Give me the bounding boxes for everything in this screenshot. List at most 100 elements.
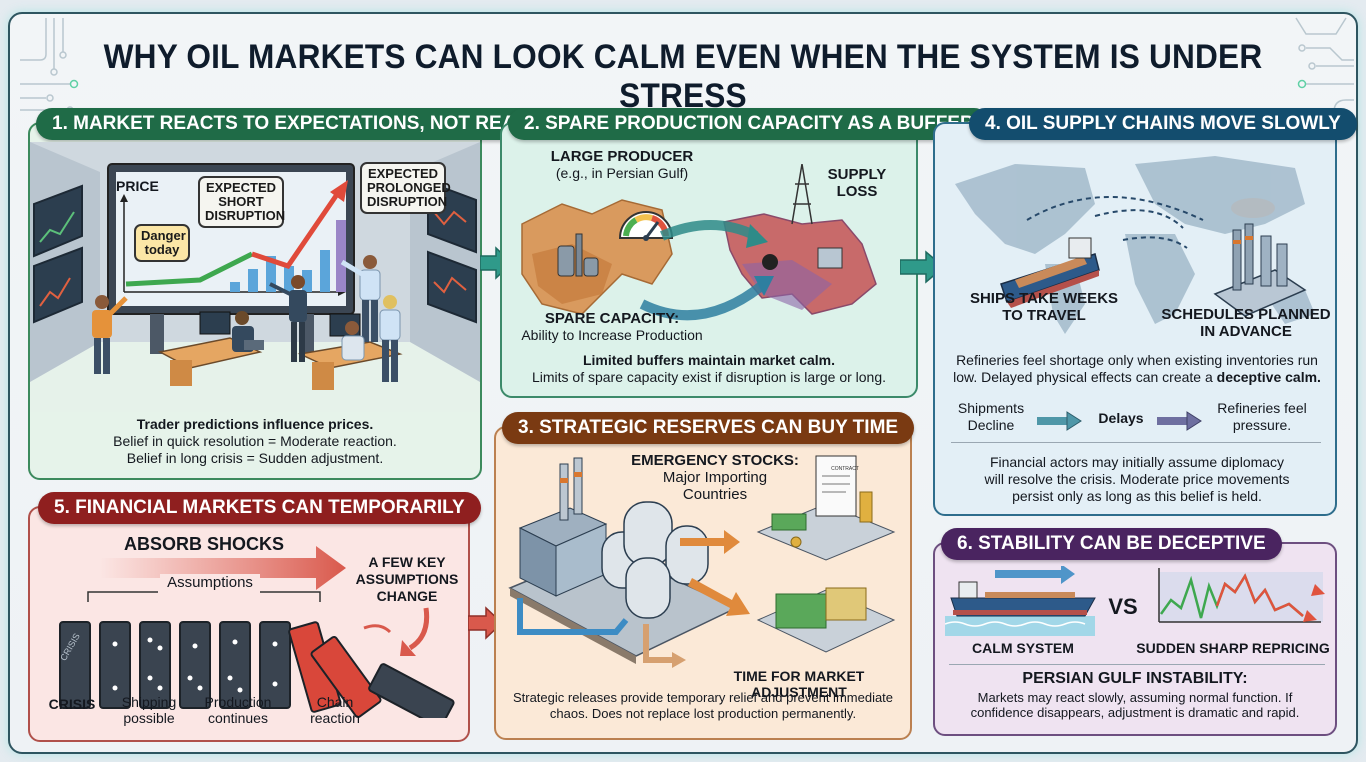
domino-label-line: continues <box>208 710 268 726</box>
panel-2-caption: Limited buffers maintain market calm. Li… <box>502 352 916 386</box>
assumptions-label: Assumptions <box>160 574 260 591</box>
paragraph-line: low. Delayed physical effects can create… <box>953 369 1213 385</box>
ships-line: SHIPS TAKE WEEKS <box>969 290 1119 307</box>
panel-4-header: 4. OIL SUPPLY CHAINS MOVE SLOWLY <box>969 108 1357 140</box>
price-bars <box>230 220 346 292</box>
chart-axis-label: PRICE <box>116 178 159 194</box>
orange-arrow-icon <box>680 530 740 554</box>
caption-bold: Limited buffers maintain market calm. <box>582 352 836 368</box>
cash-stack-icon <box>756 587 896 653</box>
domino-icon <box>139 621 171 709</box>
price-line-red <box>251 188 343 269</box>
panel-financial-markets: 5. FINANCIAL MARKETS CAN TEMPORARILY ABS… <box>28 492 481 742</box>
panel-supply-chains: 4. OIL SUPPLY CHAINS MOVE SLOWLY <box>933 108 1357 516</box>
world-map-illustration <box>955 156 1315 334</box>
supply-loss-label: SUPPLY LOSS <box>822 166 892 200</box>
calm-system-label: CALM SYSTEM <box>972 640 1074 656</box>
trader-figure-icon <box>269 275 307 362</box>
repricing-label: SUDDEN SHARP REPRICING <box>1136 640 1330 656</box>
refinery-icon <box>1213 198 1307 317</box>
orange-arrow-icon <box>688 578 750 616</box>
panel-4-note: Financial actors may initially assume di… <box>939 454 1335 505</box>
page-title: WHY OIL MARKETS CAN LOOK CALM EVEN WHEN … <box>103 38 1263 115</box>
domino-label-crisis: CRISIS <box>48 696 96 712</box>
caption-line: Markets may react slowly, assuming norma… <box>977 690 1293 705</box>
refinery-icon <box>817 247 843 269</box>
bubble-short-disruption: EXPECTED SHORT DISRUPTION <box>198 176 285 228</box>
trader-figure-icon <box>92 295 128 374</box>
domino-label-line: Shipping <box>121 694 177 710</box>
flow-step: Refineries feel pressure. <box>1207 400 1317 434</box>
key-assumptions-line: ASSUMPTIONS <box>355 571 459 587</box>
panel-4-paragraph: Refineries feel shortage only when exist… <box>939 352 1335 386</box>
instability-label: PERSIAN GULF INSTABILITY: <box>1022 670 1248 687</box>
panel-market-expectations: 1. MARKET REACTS TO EXPECTATIONS, NOT RE… <box>28 108 573 480</box>
map-illustration <box>521 164 877 321</box>
panel-3-caption: Strategic releases provide temporary rel… <box>496 690 910 722</box>
flow-step-line: Shipments <box>957 400 1025 416</box>
spare-capacity-block: SPARE CAPACITY: Ability to Increase Prod… <box>502 310 722 343</box>
domino-icon <box>59 621 91 709</box>
panel-6-header: 6. STABILITY CAN BE DECEPTIVE <box>941 528 1282 560</box>
comparison-illustration <box>945 566 1325 636</box>
caption-line: Strategic releases provide temporary rel… <box>512 690 894 705</box>
domino-illustration <box>59 546 455 718</box>
trading-room-illustration <box>30 142 480 412</box>
flow-step-line: Refineries feel <box>1217 400 1307 416</box>
domino-falling-icon <box>310 635 382 718</box>
circuit-decoration-left <box>20 18 79 114</box>
divider <box>951 442 1321 443</box>
reserves-illustration <box>508 455 896 668</box>
domino-label: Production continues <box>194 694 282 726</box>
calm-arrow-icon <box>995 566 1075 584</box>
key-assumptions-label: A FEW KEY ASSUMPTIONS CHANGE <box>352 554 462 605</box>
vs-label: VS <box>1108 594 1138 619</box>
panel-stability-deceptive: 6. STABILITY CAN BE DECEPTIVE VS CALM SY… <box>933 528 1337 736</box>
circuit-decoration-right <box>1295 17 1354 113</box>
flow-step-delays: Delays <box>1098 410 1144 426</box>
emergency-sub-line: Major Importing <box>662 469 768 486</box>
spare-capacity-label: SPARE CAPACITY: <box>544 310 680 327</box>
absorb-shocks-label: ABSORB SHOCKS <box>124 534 285 554</box>
emergency-sub-line: Countries <box>682 486 748 503</box>
panel-1-caption: Trader predictions influence prices. Bel… <box>30 416 480 467</box>
panel-3-header: 3. STRATEGIC RESERVES CAN BUY TIME <box>502 412 915 444</box>
side-monitor-icon <box>427 180 477 324</box>
repricing-chart <box>1158 568 1325 623</box>
domino-label-line: Chain <box>316 694 354 710</box>
oil-tanker-icon <box>1000 237 1100 308</box>
domino-icon <box>99 621 131 709</box>
bubble-prolonged-disruption: EXPECTED PROLONGED DISRUPTION <box>360 162 451 214</box>
domino-label: Shipping possible <box>114 694 184 726</box>
storage-tank-icon <box>625 557 671 619</box>
domino-icon <box>219 621 251 709</box>
shock-arrow-icon <box>100 546 346 590</box>
key-assumptions-line: CHANGE <box>376 588 438 604</box>
note-line: will resolve the crisis. Moderate price … <box>984 471 1290 487</box>
panel-spare-capacity: 2. SPARE PRODUCTION CAPACITY AS A BUFFER <box>500 108 990 398</box>
assumptions-bracket <box>87 591 321 602</box>
factory-icon <box>518 457 608 597</box>
contract-label: CONTRACT <box>831 466 859 472</box>
supply-loss-line: SUPPLY <box>827 166 887 183</box>
domino-label: Chain reaction <box>300 694 370 726</box>
storage-tank-icon <box>665 525 709 585</box>
spare-capacity-sub: Ability to Increase Production <box>521 327 703 343</box>
flow-arrow-icon <box>1157 411 1202 431</box>
trader-figure-icon <box>232 311 264 352</box>
shipping-routes <box>1026 196 1204 249</box>
flow-step-line: pressure. <box>1232 417 1292 433</box>
trader-figure-icon <box>341 321 365 361</box>
note-line: Financial actors may initially assume di… <box>989 454 1285 470</box>
down-arrow-icon <box>1303 610 1317 622</box>
bubble-danger-today: Danger today <box>134 224 190 262</box>
trader-figure-icon <box>340 255 381 342</box>
caption-line: chaos. Does not replace lost production … <box>549 706 857 721</box>
deceptive-calm-emphasis: deceptive calm. <box>1216 369 1321 385</box>
contract-document-icon <box>815 455 857 517</box>
domino-label-line: reaction <box>310 710 360 726</box>
divider <box>949 664 1325 665</box>
flow-arrow-icon <box>1037 411 1082 431</box>
caption-line: Belief in quick resolution = Moderate re… <box>113 433 397 449</box>
domino-label-line: possible <box>123 710 175 726</box>
